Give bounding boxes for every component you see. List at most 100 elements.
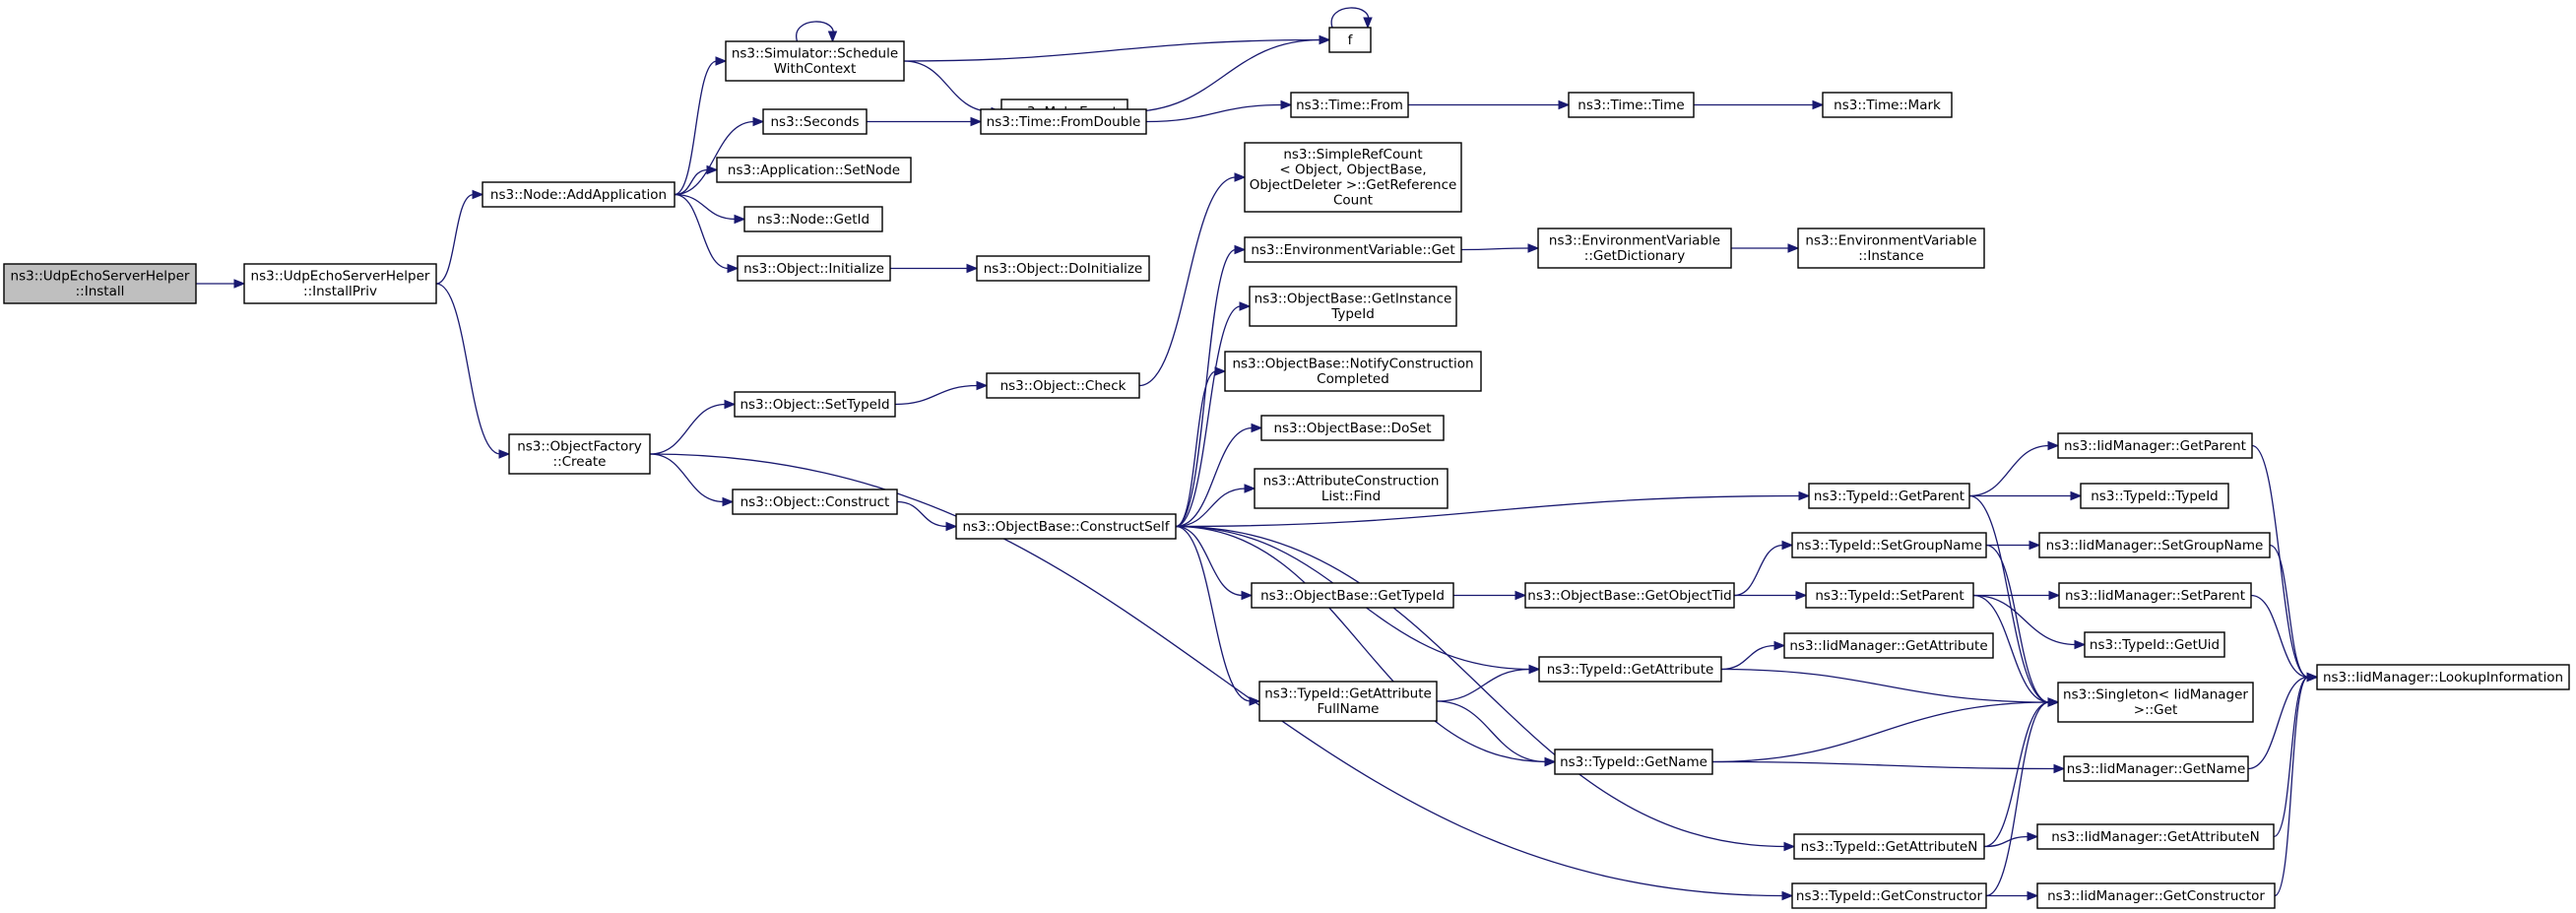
node-constructself[interactable]: ns3::ObjectBase::ConstructSelf [955, 513, 1177, 540]
edge-line [796, 21, 834, 42]
edge-addapp-to-schedule [674, 56, 728, 196]
node-setparent[interactable]: ns3::TypeId::SetParent [1805, 582, 1974, 609]
edge-arrowhead [2053, 763, 2066, 774]
node-typeidtypeid[interactable]: ns3::TypeId::TypeId [2080, 483, 2229, 509]
node-box [762, 108, 868, 135]
edge-line [1330, 7, 1370, 29]
edge-arrowhead [1214, 366, 1227, 376]
node-box [1290, 92, 1409, 118]
node-timefrom[interactable]: ns3::Time::From [1290, 92, 1409, 118]
node-gettypeid[interactable]: ns3::ObjectBase::GetTypeId [1251, 582, 1454, 609]
node-box [1249, 286, 1457, 327]
edge-getattr-to-iidgetattr [1720, 640, 1786, 671]
node-iidgetname[interactable]: ns3::IidManager::GetName [2063, 755, 2249, 782]
node-getuid[interactable]: ns3::TypeId::GetUid [2084, 631, 2225, 658]
node-label-line: ns3::IidManager::GetName [2067, 761, 2246, 777]
edge-line [1720, 644, 1776, 671]
node-envdict[interactable]: ns3::EnvironmentVariable::GetDictionary [1537, 228, 1732, 269]
edge-getattrn-to-iidgetattrn [1983, 831, 2039, 848]
node-label-line: ns3::TypeId::GetParent [1814, 489, 1964, 504]
node-construct[interactable]: ns3::Object::Construct [732, 489, 898, 515]
node-addapp[interactable]: ns3::Node::AddApplication [482, 181, 676, 208]
edge-line [903, 60, 994, 113]
node-iidsetparent[interactable]: ns3::IidManager::SetParent [2058, 582, 2252, 609]
node-label-line: ns3::ObjectBase::NotifyConstruction [1232, 357, 1473, 372]
node-installpriv[interactable]: ns3::UdpEchoServerHelper::InstallPriv [243, 263, 437, 304]
node-refcount[interactable]: ns3::SimpleRefCount< Object, ObjectBase,… [1244, 142, 1462, 213]
edge-line [903, 38, 1321, 62]
node-box [1805, 582, 1974, 609]
node-setgroup[interactable]: ns3::TypeId::SetGroupName [1791, 532, 1987, 558]
edge-arrowhead [1528, 664, 1541, 675]
node-iidgetattrn[interactable]: ns3::IidManager::GetAttributeN [2036, 823, 2275, 850]
node-iidgetattr[interactable]: ns3::IidManager::GetAttribute [1783, 632, 1994, 659]
edge-getattrfull-to-getattr [1436, 664, 1541, 702]
edge-arrowhead [2048, 590, 2061, 601]
node-timemark[interactable]: ns3::Time::Mark [1822, 92, 1953, 118]
node-iidsetgroup[interactable]: ns3::IidManager::SetGroupName [2038, 532, 2271, 558]
node-iidgetctor[interactable]: ns3::IidManager::GetConstructor [2036, 882, 2276, 909]
node-label-line: TypeId [1330, 306, 1375, 322]
node-box [1554, 749, 1713, 775]
node-objfactory[interactable]: ns3::ObjectFactory::Create [508, 433, 651, 475]
node-box [243, 263, 437, 304]
node-box [1568, 92, 1695, 118]
node-box [2038, 532, 2271, 558]
edge-arrowhead [1244, 484, 1256, 493]
edge-constructself-to-notify [1175, 366, 1227, 528]
node-box [2057, 682, 2254, 723]
node-lookup[interactable]: ns3::IidManager::LookupInformation [2316, 664, 2570, 690]
node-seconds[interactable]: ns3::Seconds [762, 108, 868, 135]
edge-addapp-to-setnode [674, 164, 719, 196]
edge-arrowhead [2070, 490, 2083, 501]
node-label-line: ns3::IidManager::GetAttribute [1789, 638, 1987, 654]
edge-getname-to-singleton [1711, 697, 2060, 763]
node-fromdouble[interactable]: ns3::Time::FromDouble [980, 108, 1147, 135]
node-timetime[interactable]: ns3::Time::Time [1568, 92, 1695, 118]
node-doset[interactable]: ns3::ObjectBase::DoSet [1260, 415, 1445, 441]
edge-arrowhead [715, 56, 728, 66]
node-getctor[interactable]: ns3::TypeId::GetConstructor [1791, 882, 1987, 909]
node-getparent[interactable]: ns3::TypeId::GetParent [1808, 483, 1970, 509]
node-getobjtid[interactable]: ns3::ObjectBase::GetObjectTid [1524, 582, 1735, 609]
node-envget[interactable]: ns3::EnvironmentVariable::Get [1244, 236, 1462, 263]
node-doinit[interactable]: ns3::Object::DoInitialize [976, 255, 1150, 282]
node-objinit[interactable]: ns3::Object::Initialize [737, 255, 891, 282]
edge-line [1972, 594, 2050, 703]
node-f[interactable]: f [1328, 27, 1372, 53]
edge-line [435, 193, 475, 285]
node-label-line: ns3::TypeId::GetConstructor [1796, 888, 1983, 904]
node-settypeid[interactable]: ns3::Object::SetTypeId [734, 391, 896, 418]
node-label-line: ns3::TypeId::GetAttribute [1547, 662, 1714, 678]
edge-seconds-to-fromdouble [867, 116, 983, 127]
node-label-line: ns3::EnvironmentVariable [1805, 233, 1976, 249]
node-iidgetparent[interactable]: ns3::IidManager::GetParent [2057, 432, 2253, 459]
node-envinst[interactable]: ns3::EnvironmentVariable::Instance [1797, 228, 1985, 269]
node-setnode[interactable]: ns3::Application::SetNode [716, 157, 912, 183]
node-label-line: ns3::Time::From [1296, 98, 1403, 113]
node-nodegetid[interactable]: ns3::Node::GetId [743, 206, 883, 232]
node-getattr[interactable]: ns3::TypeId::GetAttribute [1538, 656, 1722, 683]
node-label-line: < Object, ObjectBase, [1279, 163, 1426, 178]
node-notify[interactable]: ns3::ObjectBase::NotifyConstructionCompl… [1224, 351, 1482, 392]
node-getname[interactable]: ns3::TypeId::GetName [1554, 749, 1713, 775]
node-box [1822, 92, 1953, 118]
edge-line [1460, 247, 1530, 251]
node-label-line: ns3::IidManager::GetParent [2064, 438, 2246, 454]
node-singleton[interactable]: ns3::Singleton< IidManager>::Get [2057, 682, 2254, 723]
edge-setgroup-to-singleton [1985, 544, 2060, 707]
edge-line [896, 500, 948, 528]
node-box [2058, 582, 2252, 609]
node-box [1260, 415, 1445, 441]
edge-iidgetattrn-to-lookup [2273, 672, 2319, 838]
node-getattrn[interactable]: ns3::TypeId::GetAttributeN [1793, 833, 1985, 860]
node-label-line: ns3::Seconds [771, 114, 860, 130]
node-label-line: ns3::Application::SetNode [728, 163, 900, 178]
edge-getobjtid-to-setparent [1733, 590, 1808, 601]
node-check[interactable]: ns3::Object::Check [986, 372, 1140, 399]
node-install[interactable]: ns3::UdpEchoServerHelper::Install [3, 263, 197, 304]
